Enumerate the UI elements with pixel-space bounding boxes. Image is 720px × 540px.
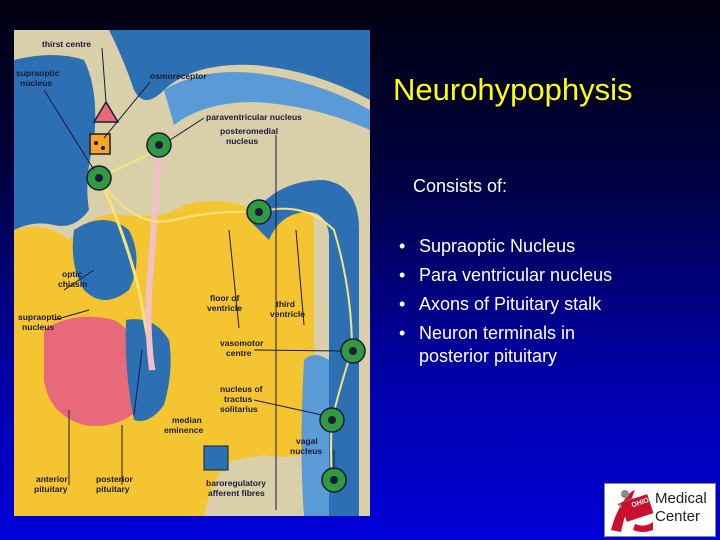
label-paraventricular: paraventricular nucleus bbox=[206, 112, 302, 122]
label-posterior-1: posterior bbox=[96, 474, 134, 484]
label-optic-2: chiasm bbox=[58, 279, 88, 289]
logo-ribbon-bottom bbox=[633, 522, 653, 532]
label-tractus-2: tractus bbox=[224, 394, 253, 404]
label-floor-2: ventricle bbox=[207, 303, 242, 313]
logo-line-medical: Medical bbox=[655, 490, 707, 507]
neurohypophysis-diagram: thirst centre supraoptic nucleus osmorec… bbox=[14, 30, 370, 516]
label-posteromedial-2: nucleus bbox=[226, 136, 258, 146]
label-posterior-2: pituitary bbox=[96, 484, 130, 494]
vasomotor-centre-core bbox=[349, 347, 357, 355]
label-baroregulatory-1: baroregulatory bbox=[206, 478, 266, 488]
osmoreceptor-marker bbox=[89, 133, 111, 155]
diagram-svg: thirst centre supraoptic nucleus osmorec… bbox=[14, 30, 370, 516]
label-supraoptic-left-2: nucleus bbox=[22, 322, 54, 332]
label-vasomotor-2: centre bbox=[226, 348, 252, 358]
label-posteromedial-1: posteromedial bbox=[220, 126, 278, 136]
bullet-text: Neuron terminals in bbox=[419, 323, 576, 343]
label-osmoreceptor: osmoreceptor bbox=[150, 71, 207, 81]
optic-chiasm-region bbox=[72, 220, 137, 300]
label-third-2: ventricle bbox=[270, 309, 305, 319]
vagal-nucleus-core bbox=[330, 476, 338, 484]
logo-wordmark: Medical Center bbox=[655, 490, 707, 526]
label-vagal-2: nucleus bbox=[290, 446, 322, 456]
brain-top-light-band bbox=[164, 72, 370, 130]
paraventricular-nucleus-core bbox=[155, 141, 163, 149]
label-median-2: eminence bbox=[164, 425, 203, 435]
brain-lobe-left bbox=[14, 55, 96, 230]
slide-title: Neurohypophysis bbox=[393, 72, 633, 107]
label-supraoptic-top-2: nucleus bbox=[20, 78, 52, 88]
bullet-text: Supraoptic Nucleus bbox=[419, 236, 576, 256]
label-median-1: median bbox=[172, 415, 202, 425]
logo-figure-head bbox=[621, 490, 629, 498]
brain-top-band bbox=[109, 30, 370, 100]
axon-tract-4 bbox=[98, 177, 260, 223]
osmoreceptor-dot bbox=[94, 141, 98, 145]
logo-badge bbox=[620, 494, 654, 522]
leader-lines bbox=[43, 47, 343, 510]
consists-of-label: Consists of: bbox=[413, 176, 508, 196]
thirst-centre-marker bbox=[92, 100, 120, 123]
osmoreceptor-dot bbox=[101, 146, 105, 150]
label-tractus-1: nucleus of bbox=[220, 384, 263, 394]
label-third-1: third bbox=[276, 299, 295, 309]
label-anterior-2: pituitary bbox=[34, 484, 68, 494]
label-tractus-3: solitarius bbox=[220, 404, 258, 414]
label-supraoptic-left-1: supraoptic bbox=[18, 312, 62, 322]
axon-tract-5 bbox=[258, 207, 353, 351]
bullet-item: Supraoptic Nucleus bbox=[393, 232, 612, 261]
bullet-text: Axons of Pituitary stalk bbox=[419, 294, 602, 314]
label-baroregulatory-2: afferent fibres bbox=[208, 488, 265, 498]
baroregulatory-marker bbox=[203, 445, 229, 471]
label-floor-1: floor of bbox=[210, 293, 239, 303]
bullet-item: Para ventricular nucleus bbox=[393, 261, 612, 290]
bullet-list: Supraoptic Nucleus Para ventricular nucl… bbox=[393, 232, 612, 368]
label-vasomotor-1: vasomotor bbox=[220, 338, 264, 348]
bullet-text: Para ventricular nucleus bbox=[419, 265, 613, 285]
logo-emblem bbox=[611, 490, 654, 532]
bullet-item: Neuron terminals in posterior pituitary bbox=[393, 319, 612, 368]
bullet-continuation: posterior pituitary bbox=[419, 346, 558, 366]
posteromedial-nucleus-core bbox=[255, 208, 263, 216]
label-optic-1: optic bbox=[62, 269, 83, 279]
bullet-item: Axons of Pituitary stalk bbox=[393, 290, 612, 319]
label-supraoptic-top-1: supraoptic bbox=[16, 68, 60, 78]
tractus-solitarius-core bbox=[328, 416, 336, 424]
axon-tract-2 bbox=[145, 147, 162, 371]
label-thirst-centre: thirst centre bbox=[42, 39, 91, 49]
label-anterior-1: anterior bbox=[36, 474, 68, 484]
ohio-state-medical-center-logo: OHIO STATE Medical Center bbox=[604, 483, 716, 537]
label-vagal-1: vagal bbox=[296, 436, 318, 446]
posterior-pituitary-shape bbox=[125, 319, 171, 421]
anterior-pituitary-shape bbox=[44, 316, 139, 426]
logo-line-center: Center bbox=[655, 508, 701, 525]
supraoptic-nucleus-core bbox=[95, 174, 103, 182]
